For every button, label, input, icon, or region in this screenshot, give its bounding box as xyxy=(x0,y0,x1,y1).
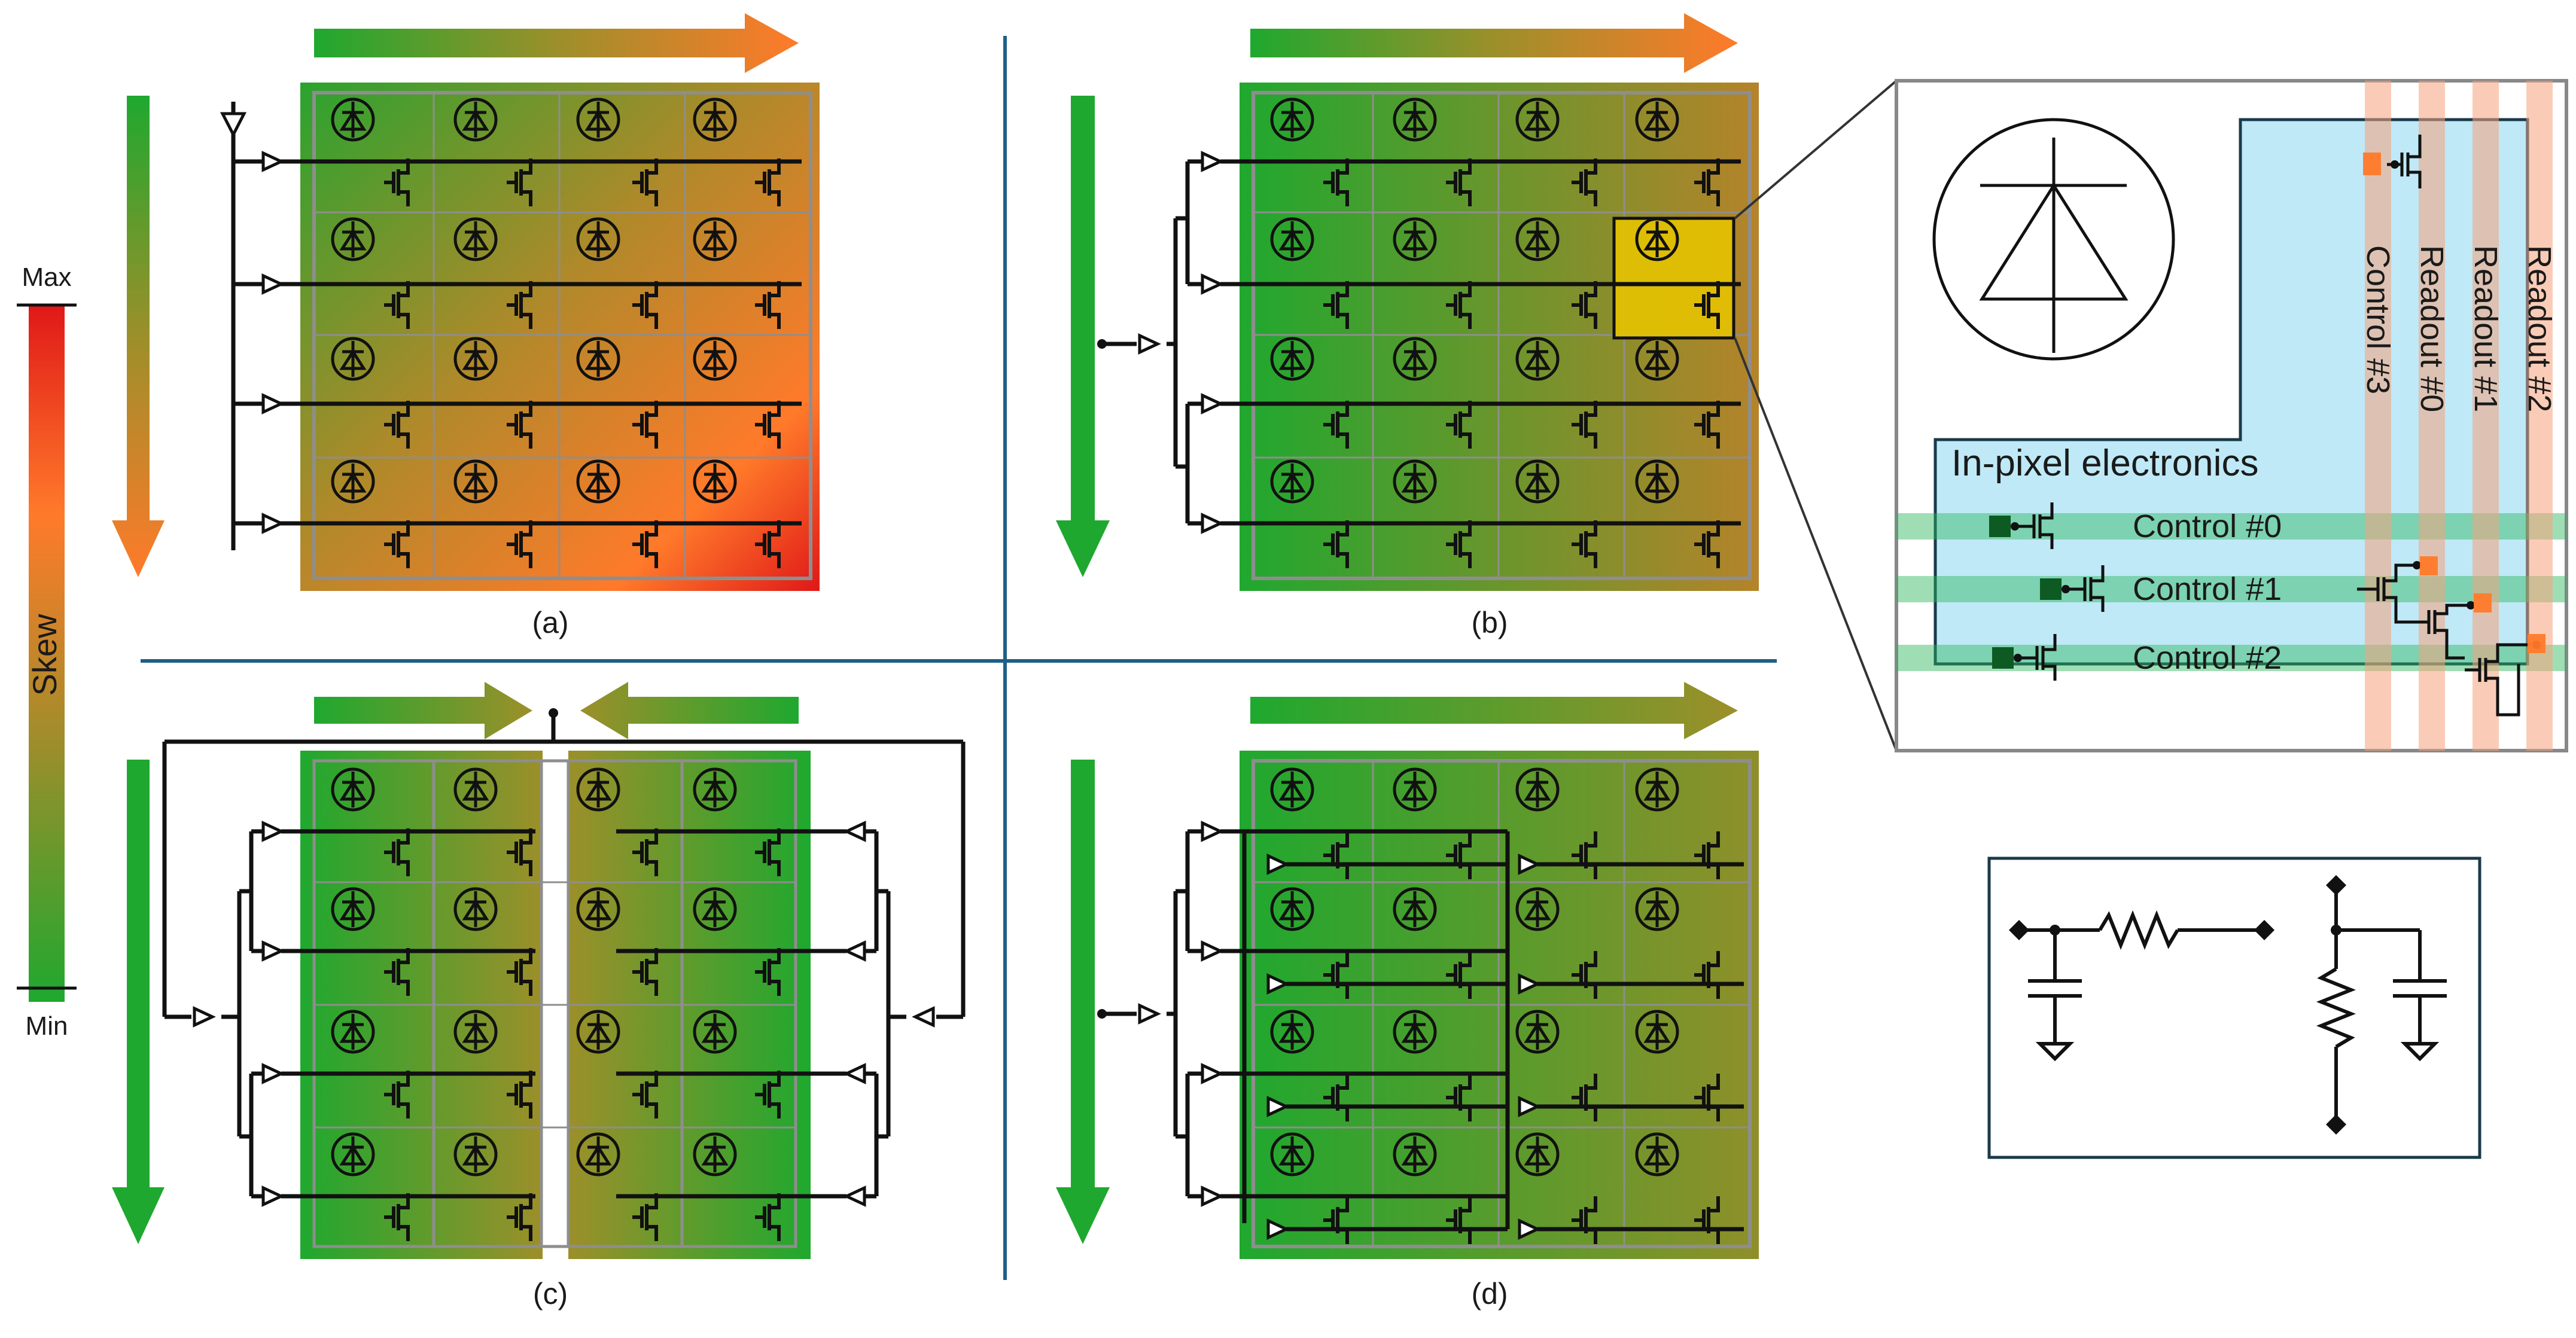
quadrant-dividers xyxy=(141,36,1777,1280)
panel-d: (d) xyxy=(1056,682,1759,1310)
inset-title: In-pixel electronics xyxy=(1951,443,2258,484)
inset-vertical-line-label: Readout #1 xyxy=(2468,245,2504,412)
panel-b: (b) xyxy=(1056,13,1759,639)
skew-colorbar: Max Min Skew xyxy=(17,263,77,1041)
panel-a: (a) xyxy=(112,13,820,639)
skew-max-label: Max xyxy=(22,263,71,292)
inset-control-label: Control #1 xyxy=(2133,571,2282,607)
inset-control-label: Control #0 xyxy=(2133,508,2282,544)
rc-legend-box xyxy=(1987,857,2481,1159)
highlighted-pixel xyxy=(1612,217,1735,340)
caption-b: (b) xyxy=(1471,606,1508,639)
caption-d: (d) xyxy=(1471,1277,1508,1310)
caption-a: (a) xyxy=(532,606,568,639)
panel-c: (c) xyxy=(112,682,966,1310)
zoom-lines xyxy=(1734,80,1898,751)
skew-title: Skew xyxy=(26,614,63,696)
skew-min-label: Min xyxy=(26,1011,68,1041)
caption-c: (c) xyxy=(533,1277,568,1310)
in-pixel-inset: In-pixel electronics Control #0 Control #… xyxy=(1895,79,2568,752)
inset-control-label: Control #2 xyxy=(2133,640,2282,676)
inset-vertical-line-label: Control #3 xyxy=(2360,245,2396,394)
inset-vertical-line-label: Readout #2 xyxy=(2522,245,2557,412)
inset-vertical-line-label: Readout #0 xyxy=(2414,245,2450,412)
